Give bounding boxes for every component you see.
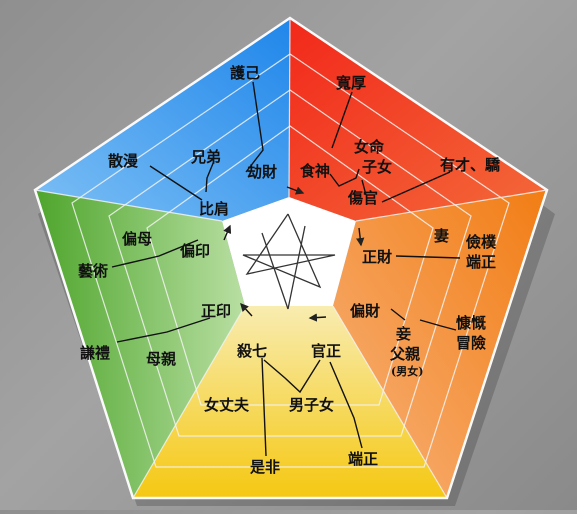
label-jian-pu: 儉樸: [465, 233, 497, 251]
label-qi-sha: 殺七: [236, 342, 267, 360]
label-nan-zi-nu: 男子女: [289, 396, 334, 414]
label-bi-jian: 比肩: [199, 200, 229, 218]
arrow-metal-water: [240, 302, 253, 317]
label-qi: 妻: [434, 227, 449, 245]
metal-sector: [133, 306, 447, 498]
label-zi-nu: 子女: [362, 158, 392, 176]
label-xiong-di: 兄弟: [190, 148, 221, 166]
label-nu-ming: 女命: [354, 138, 385, 156]
label-jie-cai: 劫財: [247, 163, 277, 181]
label-san-man: 散漫: [108, 152, 139, 170]
label-pian-cai: 偏財: [350, 302, 380, 320]
label-qian-li: 謙禮: [80, 344, 110, 362]
water-sector: [35, 190, 245, 498]
label-nu-zhang-fu: 女丈夫: [204, 396, 250, 414]
arrow-wood-fire: [286, 186, 305, 195]
label-zheng-cai: 正財: [362, 248, 392, 266]
label-shang-guan: 傷官: [347, 189, 378, 207]
label-shi-fei: 是非: [249, 458, 280, 476]
label-kang-kai: 慷慨: [455, 314, 486, 332]
center-pentagon: [222, 197, 356, 306]
label-fu-qin: 父親: [389, 345, 420, 363]
label-yi-shu: 藝術: [78, 262, 108, 280]
fire-sector: [289, 18, 547, 221]
label-shi-shen: 食神: [300, 162, 330, 180]
label-mao-xian: 冒險: [456, 334, 486, 352]
arrow-fire-earth: [356, 227, 365, 247]
wood-sector: [35, 18, 290, 221]
label-pian-mu: 偏母: [122, 230, 152, 248]
label-mu-qin: 母親: [146, 350, 176, 368]
label-pian-yin: 偏印: [180, 242, 210, 260]
label-nan-nu: (男女): [391, 364, 423, 378]
label-zheng-yin: 正印: [201, 302, 231, 320]
label-duan-zheng-metal: 端正: [348, 450, 378, 468]
label-duan-zheng-earth: 端正: [466, 253, 496, 271]
label-qie: 妾: [396, 325, 411, 343]
label-kuan-hou: 寬厚: [336, 74, 366, 92]
label-hu-ji: 護己: [230, 64, 260, 82]
arrow-water-wood: [223, 224, 232, 241]
label-zheng-guan: 官正: [311, 342, 341, 360]
label-you-cai-jiao: 有才、驕: [440, 156, 501, 174]
arrow-earth-metal: [308, 313, 327, 322]
pentagram-star: [242, 213, 336, 289]
earth-sector: [333, 190, 547, 498]
